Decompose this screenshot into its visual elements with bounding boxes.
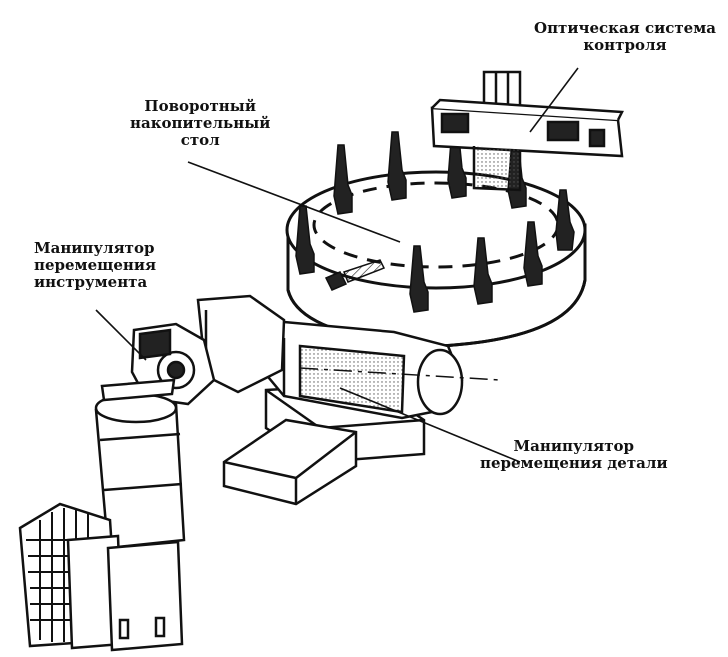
tool-holder (387, 131, 407, 201)
label-tool-manipulator: Манипулятор перемещения инструмента (34, 240, 156, 291)
part-manipulator (222, 318, 501, 506)
leader-tool (95, 309, 147, 361)
tool-holder (409, 245, 429, 313)
screw-part (324, 259, 386, 291)
label-line: перемещения (34, 256, 157, 274)
tool-holder (555, 189, 575, 251)
label-line: контроля (583, 36, 667, 54)
leader-lines (95, 67, 579, 463)
label-line: инструмента (34, 273, 148, 291)
optical-inspection-system (430, 70, 624, 192)
leader-part (339, 387, 521, 463)
label-line: Оптическая система (534, 19, 716, 37)
label-line: Манипулятор (34, 239, 155, 257)
label-optical-inspection-system: Оптическая система контроля (534, 20, 716, 54)
label-line: Манипулятор (513, 437, 635, 455)
tool-holder (295, 205, 315, 275)
tool-manipulator (18, 294, 286, 652)
tool-holder (333, 144, 353, 215)
leader-optical (529, 67, 579, 133)
tool-holder (523, 221, 543, 287)
leader-table (187, 161, 401, 243)
label-line: стол (180, 131, 220, 149)
label-part-manipulator: Манипулятор перемещения детали (480, 438, 668, 472)
tool-holder (473, 237, 493, 305)
rotary-table (285, 170, 587, 348)
label-line: перемещения детали (480, 454, 668, 472)
label-line: Поворотный (144, 97, 256, 115)
label-line: накопительный (130, 114, 271, 132)
label-rotary-table: Поворотный накопительный стол (130, 98, 270, 149)
